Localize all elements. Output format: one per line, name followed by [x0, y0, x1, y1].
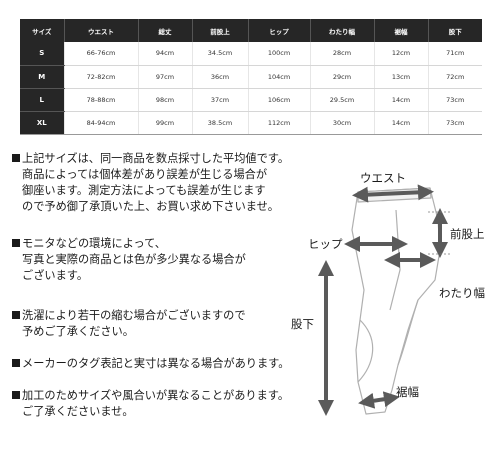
header-hem: 裾幅: [373, 19, 428, 42]
note-line: 予めご了承ください。: [22, 325, 134, 338]
pants-outline: [351, 187, 441, 415]
table-cell: 12cm: [373, 42, 428, 66]
row-size-label: S: [20, 42, 64, 66]
header-waist: ウエスト: [63, 19, 138, 42]
note-line: 商品によっては個体差があり誤差が生じる場合が: [22, 168, 268, 181]
row-size-label: M: [20, 65, 64, 89]
table-cell: 100cm: [247, 42, 310, 66]
bullet-square-icon: [12, 311, 20, 319]
note-line: ございます。: [22, 269, 89, 282]
table-cell: 28cm: [309, 42, 374, 66]
hip-label: ヒップ: [308, 237, 343, 251]
table-cell: 36cm: [191, 65, 248, 89]
table-row: M 72-82cm 97cm 36cm 104cm 29cm 13cm 72cm: [20, 65, 482, 89]
header-thigh: わたり幅: [309, 19, 374, 42]
header-total-length: 総丈: [137, 19, 192, 42]
row-size-label: L: [20, 88, 64, 112]
header-front-rise: 前股上: [191, 19, 248, 42]
table-cell: 34.5cm: [191, 42, 248, 66]
table-cell: 13cm: [373, 65, 428, 89]
pants-illustration: [318, 184, 450, 416]
note-line: ご了承くださいませ。: [22, 405, 134, 418]
table-cell: 38.5cm: [191, 111, 248, 135]
bullet-square-icon: [12, 154, 20, 162]
table-cell: 72cm: [427, 65, 482, 89]
table-cell: 29.5cm: [309, 88, 374, 112]
table-cell: 94cm: [137, 42, 192, 66]
thigh-label: わたり幅: [439, 286, 485, 300]
table-cell: 14cm: [373, 111, 428, 135]
table-row: L 78-88cm 98cm 37cm 106cm 29.5cm 14cm 73…: [20, 88, 482, 112]
table-cell: 30cm: [309, 111, 374, 135]
waist-arrow: [352, 184, 434, 203]
size-table: サイズ ウエスト 総丈 前股上 ヒップ わたり幅 裾幅 股下 S 66-76cm…: [20, 19, 482, 135]
table-cell: 71cm: [427, 42, 482, 66]
hem-label: 裾幅: [396, 385, 419, 399]
table-cell: 78-88cm: [63, 88, 138, 112]
header-size: サイズ: [20, 19, 64, 42]
inseam-label: 股下: [291, 317, 314, 331]
table-cell: 104cm: [247, 65, 310, 89]
table-cell: 37cm: [191, 88, 248, 112]
table-row: S 66-76cm 94cm 34.5cm 100cm 28cm 12cm 71…: [20, 42, 482, 66]
pants-measurement-diagram: ウエスト 前股上 ヒップ わたり幅 股下 裾幅: [291, 150, 500, 450]
bullet-square-icon: [12, 239, 20, 247]
header-hip: ヒップ: [247, 19, 310, 42]
table-cell: 73cm: [427, 111, 482, 135]
table-cell: 97cm: [137, 65, 192, 89]
table-cell: 98cm: [137, 88, 192, 112]
table-cell: 84-94cm: [63, 111, 138, 135]
table-cell: 73cm: [427, 88, 482, 112]
bullet-square-icon: [12, 391, 20, 399]
header-inseam: 股下: [427, 19, 482, 42]
table-cell: 29cm: [309, 65, 374, 89]
note-line: モニタなどの環境によって、: [12, 237, 166, 251]
note-line: 上記サイズは、同一商品を数点採寸した平均値です。: [12, 152, 289, 166]
table-cell: 66-76cm: [63, 42, 138, 66]
front-rise-label: 前股上: [450, 227, 485, 241]
note-line: メーカーのタグ表記と実寸は異なる場合があります。: [12, 357, 289, 371]
note-line: 写真と実際の商品とは色が多少異なる場合が: [22, 253, 246, 266]
table-row: XL 84-94cm 99cm 38.5cm 112cm 30cm 14cm 7…: [20, 111, 482, 135]
table-cell: 99cm: [137, 111, 192, 135]
size-table-header-row: サイズ ウエスト 総丈 前股上 ヒップ わたり幅 裾幅 股下: [20, 19, 482, 42]
table-cell: 112cm: [247, 111, 310, 135]
hem-arrow: [358, 391, 400, 409]
bullet-square-icon: [12, 359, 20, 367]
note-line: 御座います。測定方法によっても誤差が生じます: [22, 184, 266, 197]
note-line: 洗濯により若干の縮む場合がございますので: [12, 309, 246, 323]
table-cell: 14cm: [373, 88, 428, 112]
note-line: ので予め御了承頂いた上、お買い求め下さいませ。: [22, 200, 279, 213]
table-cell: 106cm: [247, 88, 310, 112]
table-cell: 72-82cm: [63, 65, 138, 89]
waist-label: ウエスト: [360, 171, 406, 185]
note-line: 加工のためサイズや風合いが異なることがあります。: [12, 389, 289, 403]
row-size-label: XL: [20, 111, 64, 135]
